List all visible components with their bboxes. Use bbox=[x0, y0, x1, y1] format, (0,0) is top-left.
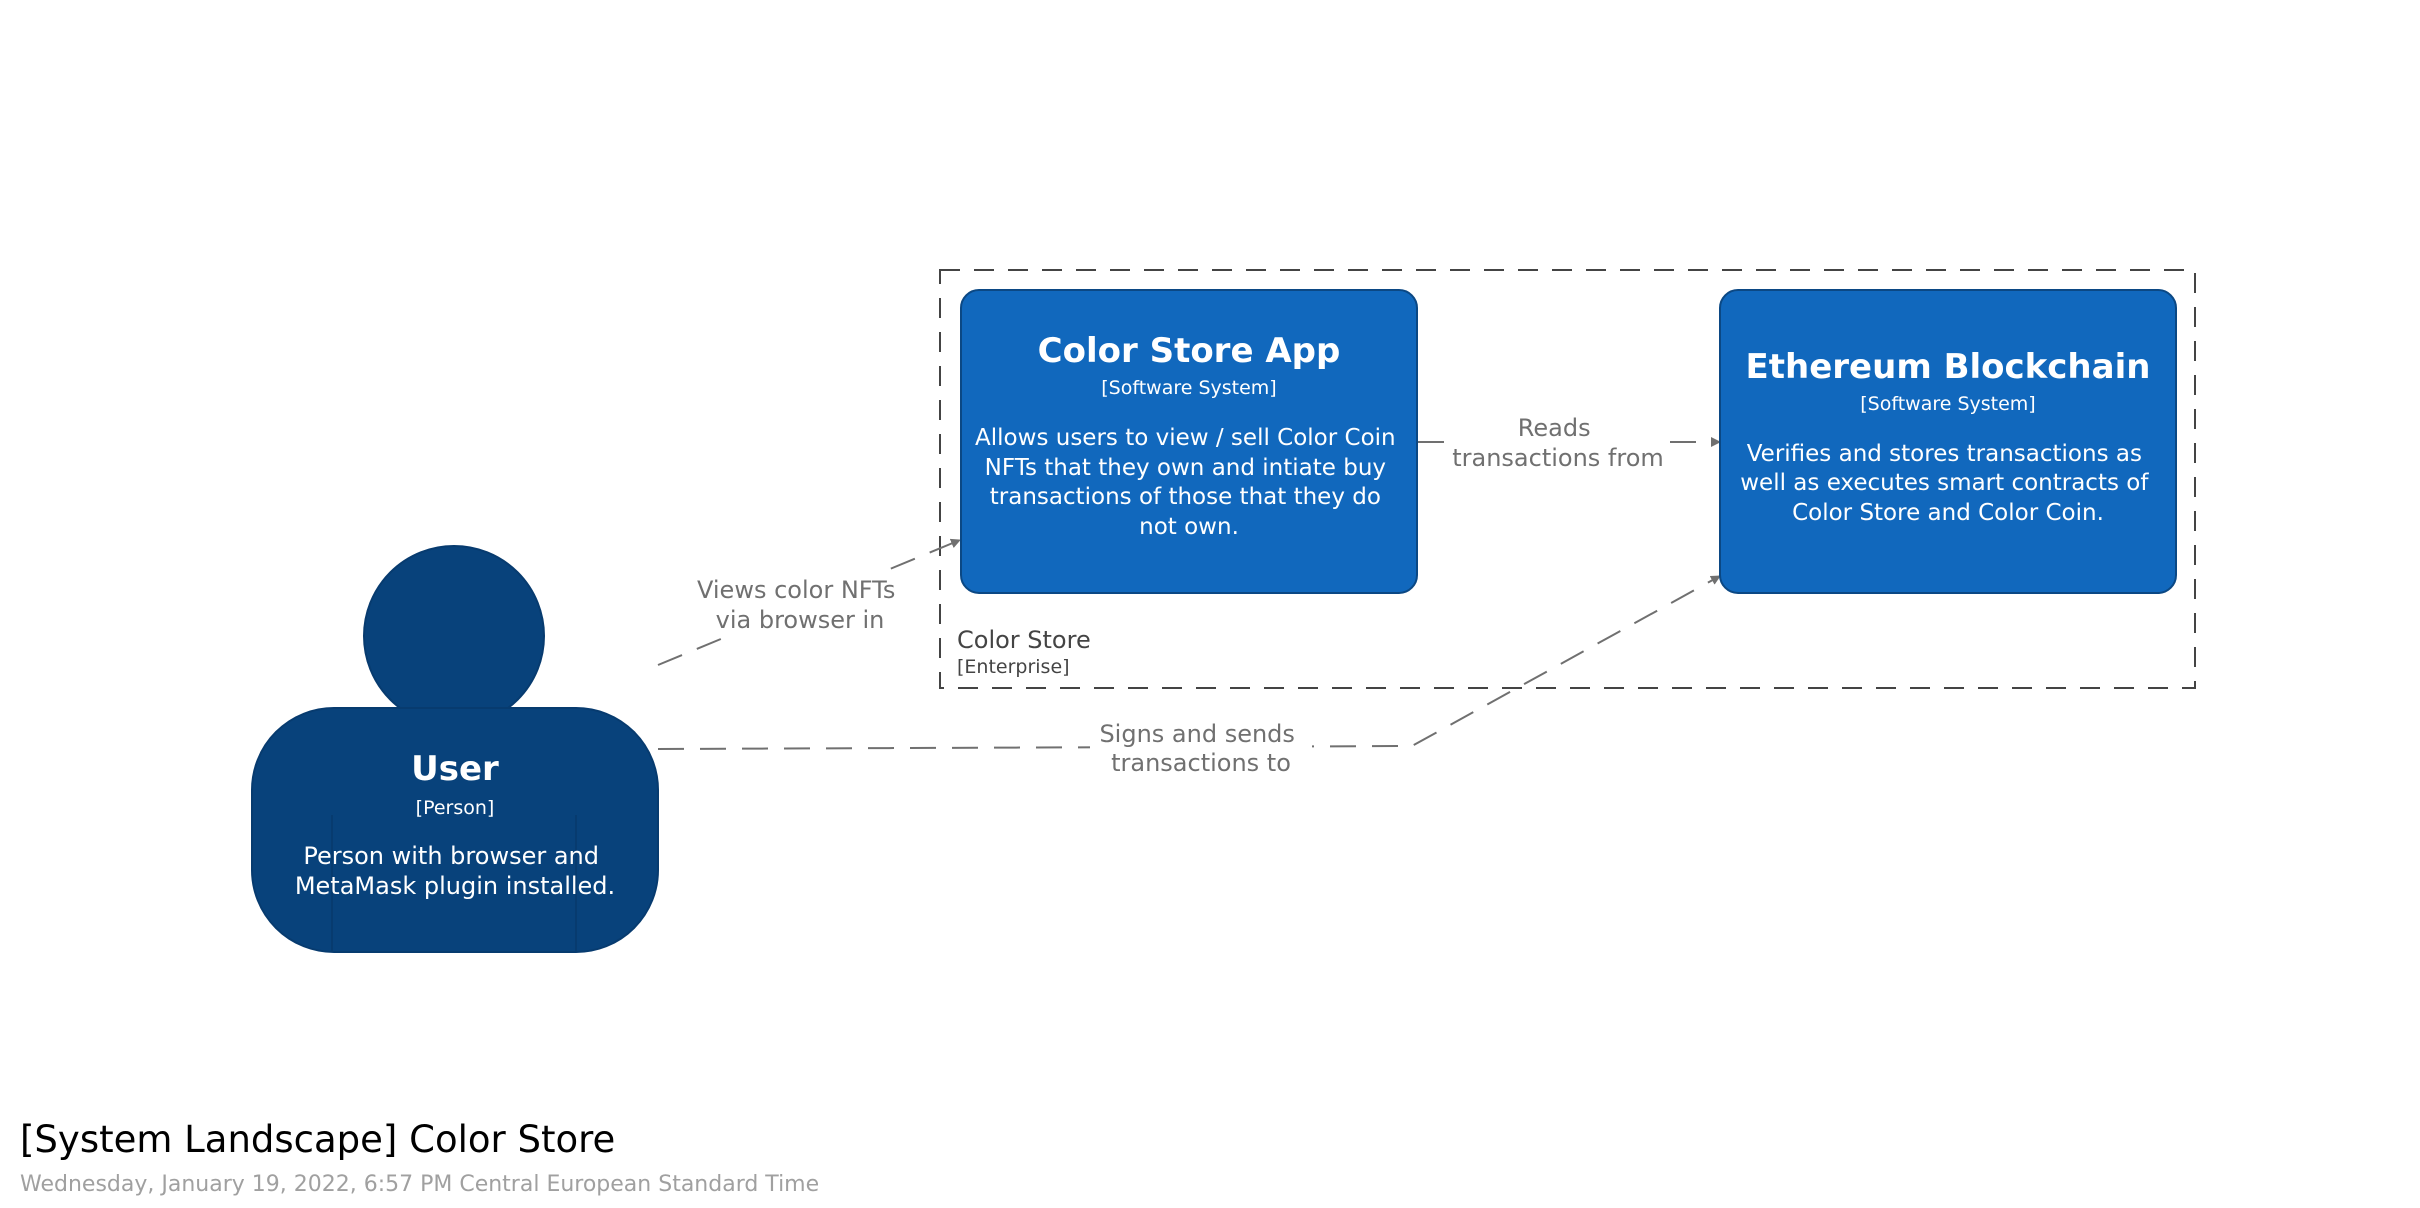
person-body bbox=[251, 707, 659, 953]
node-app-description: Allows users to view / sell Color Coin N… bbox=[975, 425, 1403, 540]
edge-label-reads-transactions: Reads transactions from bbox=[1452, 414, 1664, 472]
edge-user-to-blockchain bbox=[657, 575, 1721, 750]
edge-user-to-app bbox=[657, 538, 961, 666]
node-user-description: Person with browser and MetaMask plugin … bbox=[295, 842, 615, 900]
node-app-title: Color Store App bbox=[1038, 331, 1341, 371]
node-blockchain-title: Ethereum Blockchain bbox=[1746, 347, 2151, 387]
edge-label-bg bbox=[1090, 716, 1312, 778]
node-user-type: [Person] bbox=[416, 797, 495, 819]
node-box bbox=[1719, 289, 2177, 594]
node-user-title: User bbox=[411, 749, 499, 789]
edge-label-signs-sends: Signs and sends transactions to bbox=[1099, 720, 1302, 777]
node-user[interactable]: User [Person] Person with browser and Me… bbox=[251, 545, 659, 953]
edge-label-bg bbox=[692, 572, 908, 634]
boundary-name: Color Store bbox=[957, 626, 1091, 654]
node-box bbox=[960, 289, 1418, 594]
diagram-timestamp: Wednesday, January 19, 2022, 6:57 PM Cen… bbox=[20, 1172, 820, 1197]
enterprise-boundary bbox=[939, 269, 2196, 689]
node-blockchain-type: [Software System] bbox=[1860, 393, 2035, 415]
node-app-type: [Software System] bbox=[1101, 377, 1276, 399]
node-blockchain-description: Verifies and stores transactions as well… bbox=[1740, 441, 2156, 526]
boundary-type: [Enterprise] bbox=[957, 656, 1070, 678]
diagram-title: [System Landscape] Color Store bbox=[20, 1118, 616, 1161]
node-color-store-app[interactable]: Color Store App [Software System] Allows… bbox=[960, 289, 1418, 594]
person-head-icon bbox=[363, 545, 545, 727]
edge-label-bg bbox=[1455, 412, 1663, 476]
node-ethereum-blockchain[interactable]: Ethereum Blockchain [Software System] Ve… bbox=[1719, 289, 2177, 594]
edge-label-views-nfts: Views color NFTs via browser in bbox=[697, 576, 903, 634]
